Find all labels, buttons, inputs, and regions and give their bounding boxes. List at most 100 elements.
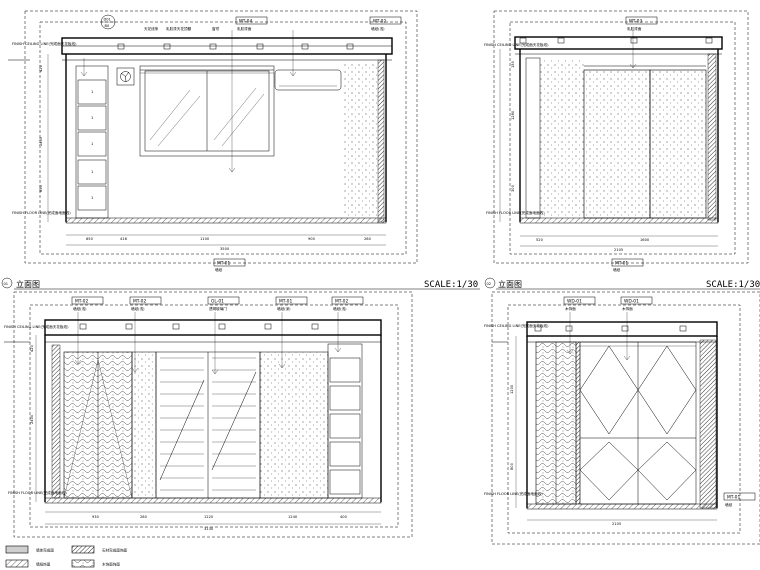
material-tag-code: MT-03 xyxy=(629,19,642,25)
legend: 墙体完成面 石材完成面饰面 墙纸饰面 木饰面饰面 xyxy=(5,545,128,568)
ceiling-line-note: FINISH CEILING LINE(完成面天花板线) xyxy=(4,324,69,329)
elevation-03-sheet-border xyxy=(13,291,413,538)
material-tag-code: MT-02 xyxy=(133,299,146,305)
legend-label: 木饰面饰面 xyxy=(102,562,120,567)
width-dim: 1600 xyxy=(640,238,650,242)
elevation-scale: SCALE:1/30 xyxy=(706,280,760,290)
material-tag xyxy=(207,296,240,305)
legend-swatch-wood xyxy=(71,559,95,568)
elevation-03: MT-02 墙纸(浅) MT-02 墙纸(浅) GL-01 透明玻璃门 MT-0… xyxy=(4,291,413,538)
ceiling-line-note: FINISH CEILING LINE(完成面天花板线) xyxy=(484,42,549,47)
material-tag-note: 墙纸(浅) xyxy=(371,26,385,31)
width-dim: 900 xyxy=(308,237,316,241)
elevation-scale: SCALE:1/30 xyxy=(424,280,478,290)
elevation-01-sheet-border xyxy=(24,10,418,264)
height-dim: 800 xyxy=(510,462,514,470)
material-tag-code: WD-01 xyxy=(624,299,639,305)
floor-line-note: FINISH FLOOR LINE(完成面地面线) xyxy=(486,210,545,215)
width-dim: 930 xyxy=(92,515,100,519)
glass-sliding-door xyxy=(155,351,261,499)
material-tag-code: MT-01 xyxy=(217,261,230,267)
material-tag-code: MT-02 xyxy=(75,299,88,305)
material-tag xyxy=(129,296,162,305)
height-dim: 300 xyxy=(511,184,515,192)
elevation-number: 01 xyxy=(4,282,9,286)
width-dim: 400 xyxy=(340,515,348,519)
legend-swatch-gray xyxy=(5,545,29,554)
material-tag-note: 墙纸(浅) xyxy=(333,306,347,311)
height-dim: 850 xyxy=(39,184,43,192)
width-dim: 1240 xyxy=(288,515,298,519)
width-dim: 280 xyxy=(364,237,372,241)
height-dim: 2400 xyxy=(39,136,43,146)
material-tag-note: 墙纸 xyxy=(725,502,733,507)
material-tag-note: 墙纸 xyxy=(215,267,223,272)
floor-line-note: FINISH FLOOR LINE(完成面地面线) xyxy=(484,491,543,496)
drawer-label: 1 xyxy=(91,90,93,94)
ceiling-label: 窗帘 xyxy=(212,26,220,31)
ceiling-band xyxy=(514,36,723,50)
material-tag-code: MT-01 xyxy=(727,495,740,501)
ceiling-band xyxy=(44,319,382,336)
elevation-title: 立面图 xyxy=(498,279,522,289)
material-tag-note: 乳胶漆面 xyxy=(627,26,642,31)
door-frame xyxy=(525,57,541,219)
drawer-label: 1 xyxy=(91,116,93,120)
callout-top: D01 xyxy=(104,18,111,22)
legend-swatch-hatch xyxy=(71,545,95,554)
material-tag-code: MT-02 xyxy=(335,299,348,305)
downlights xyxy=(117,43,354,50)
drawer-label: 1 xyxy=(91,142,93,146)
drawer-cabinet: 1 1 1 1 1 xyxy=(75,65,109,219)
total-width: 2105 xyxy=(612,522,621,526)
material-tag xyxy=(620,296,653,305)
ceiling-line-note: FINISH CEILING LINE(完成面天花板线) xyxy=(484,323,549,328)
material-tag xyxy=(369,16,402,25)
elevation-02: MT-03 乳胶漆面 FINISH CEILING LINE(完成面天花板线) … xyxy=(484,10,760,290)
total-width: 3500 xyxy=(220,247,230,251)
height-dim: 1200 xyxy=(510,384,514,394)
material-tag-note: 墙纸 xyxy=(613,267,621,272)
legend-label: 墙体完成面 xyxy=(36,548,54,553)
elevation-title: 立面图 xyxy=(16,279,40,289)
drawer-label: 1 xyxy=(91,196,93,200)
elevation-number: 02 xyxy=(487,282,492,286)
width-dim: 520 xyxy=(536,238,544,242)
material-tag-code: MT-02 xyxy=(373,19,386,25)
material-tag-code: MT-04 xyxy=(239,19,252,25)
height-dim: 1280 xyxy=(511,110,515,120)
elevation-number-icon xyxy=(484,277,496,289)
wardrobe-door-right xyxy=(649,69,707,219)
material-tag xyxy=(625,16,658,25)
material-tag xyxy=(563,296,596,305)
width-dim: 416 xyxy=(120,237,128,241)
height-dim: 420 xyxy=(30,344,34,352)
window xyxy=(139,65,275,157)
wardrobe-door-left xyxy=(583,69,651,219)
floor-line xyxy=(65,217,387,224)
legend-swatch-diagonal xyxy=(5,559,29,568)
width-dim: 280 xyxy=(140,515,148,519)
material-tag xyxy=(611,258,644,267)
material-tag-code: MT-01 xyxy=(615,261,628,267)
air-conditioner xyxy=(274,69,342,91)
elevation-number-icon xyxy=(1,277,13,289)
ceiling-band xyxy=(526,321,718,337)
material-tag xyxy=(275,296,308,305)
material-tag xyxy=(235,16,268,25)
width-dim: 650 xyxy=(86,237,94,241)
elevation-02-sheet-border xyxy=(493,10,749,264)
material-tag xyxy=(213,258,246,267)
drawer-label: 1 xyxy=(91,170,93,174)
height-dim: 2400 xyxy=(30,414,34,424)
width-dim: 1100 xyxy=(200,237,210,241)
elevation-01: 1 1 1 1 1 D01 B0 xyxy=(1,10,480,290)
ceiling-label: 乳胶漆天花顶棚 xyxy=(166,26,192,31)
material-tag-note: 墙纸(浅) xyxy=(73,306,87,311)
material-tag xyxy=(331,296,364,305)
material-tag xyxy=(71,296,104,305)
ceiling-label: 天花线条 xyxy=(144,26,159,31)
material-tag-note: 墙纸(浅) xyxy=(131,306,145,311)
wardrobe-doors xyxy=(579,341,697,505)
